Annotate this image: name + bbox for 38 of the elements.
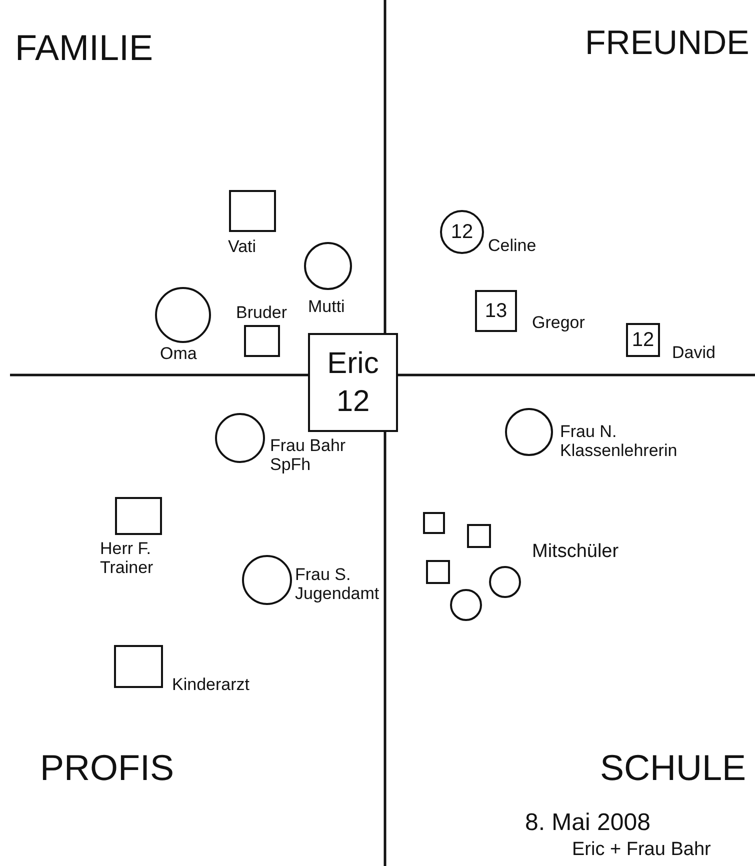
group-heading: FREUNDE bbox=[585, 25, 750, 62]
square-symbol bbox=[115, 497, 162, 535]
person-name: Vati bbox=[228, 238, 256, 257]
square-symbol bbox=[244, 325, 280, 357]
square-symbol bbox=[467, 524, 491, 548]
square-with-age: 13 bbox=[475, 290, 517, 332]
person-name: Herr F. Trainer bbox=[100, 540, 154, 578]
person-name: David bbox=[672, 344, 716, 363]
group-heading: FAMILIE bbox=[15, 28, 154, 68]
circle-with-age: 12 bbox=[440, 210, 484, 254]
date-note: 8. Mai 2008 bbox=[525, 810, 650, 836]
circle-symbol bbox=[489, 566, 521, 598]
person-name: Mutti bbox=[308, 298, 345, 317]
person-name: Kinderarzt bbox=[172, 676, 250, 695]
person-name: Oma bbox=[160, 345, 197, 364]
circle-symbol bbox=[215, 413, 265, 463]
person-name: Frau N. Klassenlehrerin bbox=[560, 423, 678, 460]
age-text: 12 bbox=[336, 384, 370, 420]
square-symbol bbox=[426, 560, 450, 584]
circle-symbol bbox=[505, 408, 553, 456]
person-name: Frau Bahr SpFh bbox=[270, 437, 347, 474]
group-heading: SCHULE bbox=[600, 748, 746, 788]
person-name: Bruder bbox=[236, 304, 288, 323]
circle-symbol bbox=[450, 589, 482, 621]
group-heading: PROFIS bbox=[40, 748, 174, 788]
square-symbol bbox=[114, 645, 163, 688]
circle-symbol bbox=[242, 555, 292, 605]
circle-symbol bbox=[304, 242, 352, 290]
author-note: Eric + Frau Bahr bbox=[572, 840, 711, 861]
person-name: Gregor bbox=[532, 314, 585, 333]
group-label: Mitschüler bbox=[532, 542, 619, 563]
square-symbol bbox=[423, 512, 445, 534]
name-text: Eric bbox=[327, 346, 379, 382]
square-symbol bbox=[229, 190, 276, 232]
person-name: Frau S. Jugendamt bbox=[295, 566, 380, 604]
square-with-age: 12 bbox=[626, 323, 660, 357]
square-symbol bbox=[308, 333, 398, 432]
person-name: Celine bbox=[488, 237, 536, 256]
